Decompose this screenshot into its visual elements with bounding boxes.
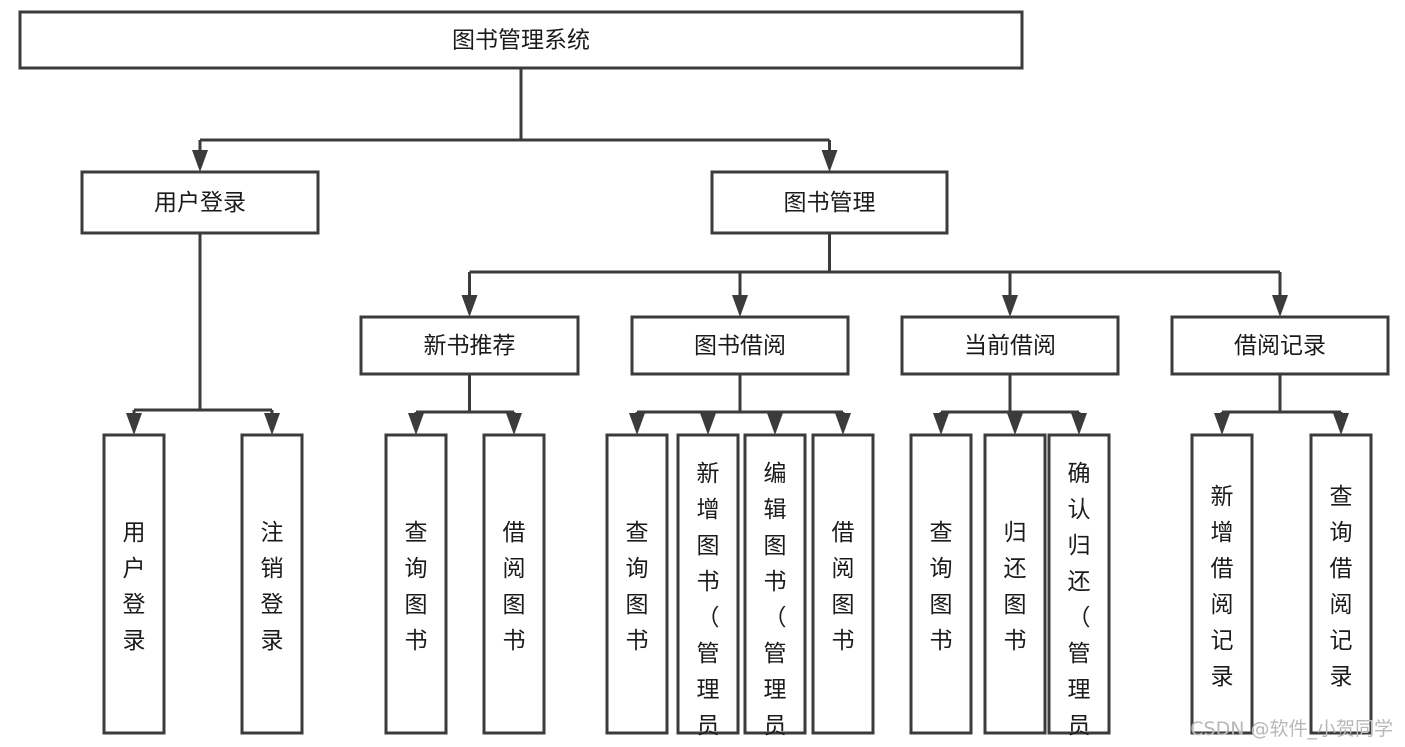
- node-box: [710, 170, 949, 235]
- node-leaf-add-record[interactable]: 新增借阅记录: [1190, 433, 1254, 735]
- node-label: 查询图书: [930, 520, 953, 654]
- node-box: [1047, 433, 1111, 735]
- node-leaf-user-login[interactable]: 用户登录: [102, 433, 166, 735]
- node-box: [605, 433, 669, 735]
- node-box: [743, 433, 807, 735]
- node-borrow-record[interactable]: 借阅记录: [1170, 315, 1390, 376]
- node-leaf-return-book[interactable]: 归还图书: [983, 433, 1047, 735]
- node-leaf-query-record[interactable]: 查询借阅记录: [1309, 433, 1373, 735]
- node-current-borrow[interactable]: 当前借阅: [900, 315, 1120, 376]
- node-label: 借阅图书: [832, 520, 855, 654]
- node-label: 图书管理系统: [452, 28, 590, 54]
- node-label: 查询图书: [405, 520, 428, 654]
- node-label: 图书管理: [784, 190, 876, 216]
- node-leaf-add-book[interactable]: 新增图书（管理员）: [676, 433, 740, 747]
- node-leaf-borrow-book-2[interactable]: 借阅图书: [811, 433, 875, 735]
- node-box: [909, 433, 973, 735]
- node-label: 用户登录: [154, 190, 246, 216]
- node-label: 借阅图书: [503, 520, 526, 654]
- node-leaf-query-book-3[interactable]: 查询图书: [909, 433, 973, 735]
- node-leaf-confirm-return[interactable]: 确认归还（管理员）: [1047, 433, 1111, 747]
- node-label: 新增图书（管理员）: [697, 461, 720, 747]
- node-box: [676, 433, 740, 735]
- node-label: 编辑图书（管理员）: [764, 461, 787, 747]
- node-label: 注销登录: [261, 520, 284, 654]
- node-box: [240, 433, 304, 735]
- node-leaf-logout[interactable]: 注销登录: [240, 433, 304, 735]
- node-box: [102, 433, 166, 735]
- node-book-manage[interactable]: 图书管理: [710, 170, 949, 235]
- node-label: 图书借阅: [694, 333, 786, 359]
- node-new-book-rec[interactable]: 新书推荐: [359, 315, 580, 376]
- node-label: 确认归还（管理员）: [1068, 461, 1091, 747]
- node-box: [359, 315, 580, 376]
- node-label: 新书推荐: [424, 333, 516, 359]
- node-label: 当前借阅: [964, 333, 1056, 359]
- node-user-login[interactable]: 用户登录: [80, 170, 320, 235]
- node-box: [811, 433, 875, 735]
- node-box: [482, 433, 546, 735]
- node-leaf-query-book-2[interactable]: 查询图书: [605, 433, 669, 735]
- node-box: [1170, 315, 1390, 376]
- node-label: 借阅记录: [1234, 333, 1326, 359]
- node-box: [18, 10, 1024, 70]
- node-label: 新增借阅记录: [1211, 484, 1234, 690]
- node-leaf-query-book-1[interactable]: 查询图书: [384, 433, 448, 735]
- node-box: [983, 433, 1047, 735]
- node-box: [384, 433, 448, 735]
- node-label: 归还图书: [1004, 520, 1027, 654]
- node-root[interactable]: 图书管理系统: [18, 10, 1024, 70]
- node-box: [900, 315, 1120, 376]
- node-label: 用户登录: [123, 520, 146, 654]
- node-label: 查询借阅记录: [1330, 484, 1353, 690]
- node-box: [80, 170, 320, 235]
- node-leaf-borrow-book-1[interactable]: 借阅图书: [482, 433, 546, 735]
- node-book-borrow[interactable]: 图书借阅: [630, 315, 850, 376]
- node-box: [1309, 433, 1373, 735]
- node-label: 查询图书: [626, 520, 649, 654]
- node-box: [630, 315, 850, 376]
- node-leaf-edit-book[interactable]: 编辑图书（管理员）: [743, 433, 807, 747]
- node-box: [1190, 433, 1254, 735]
